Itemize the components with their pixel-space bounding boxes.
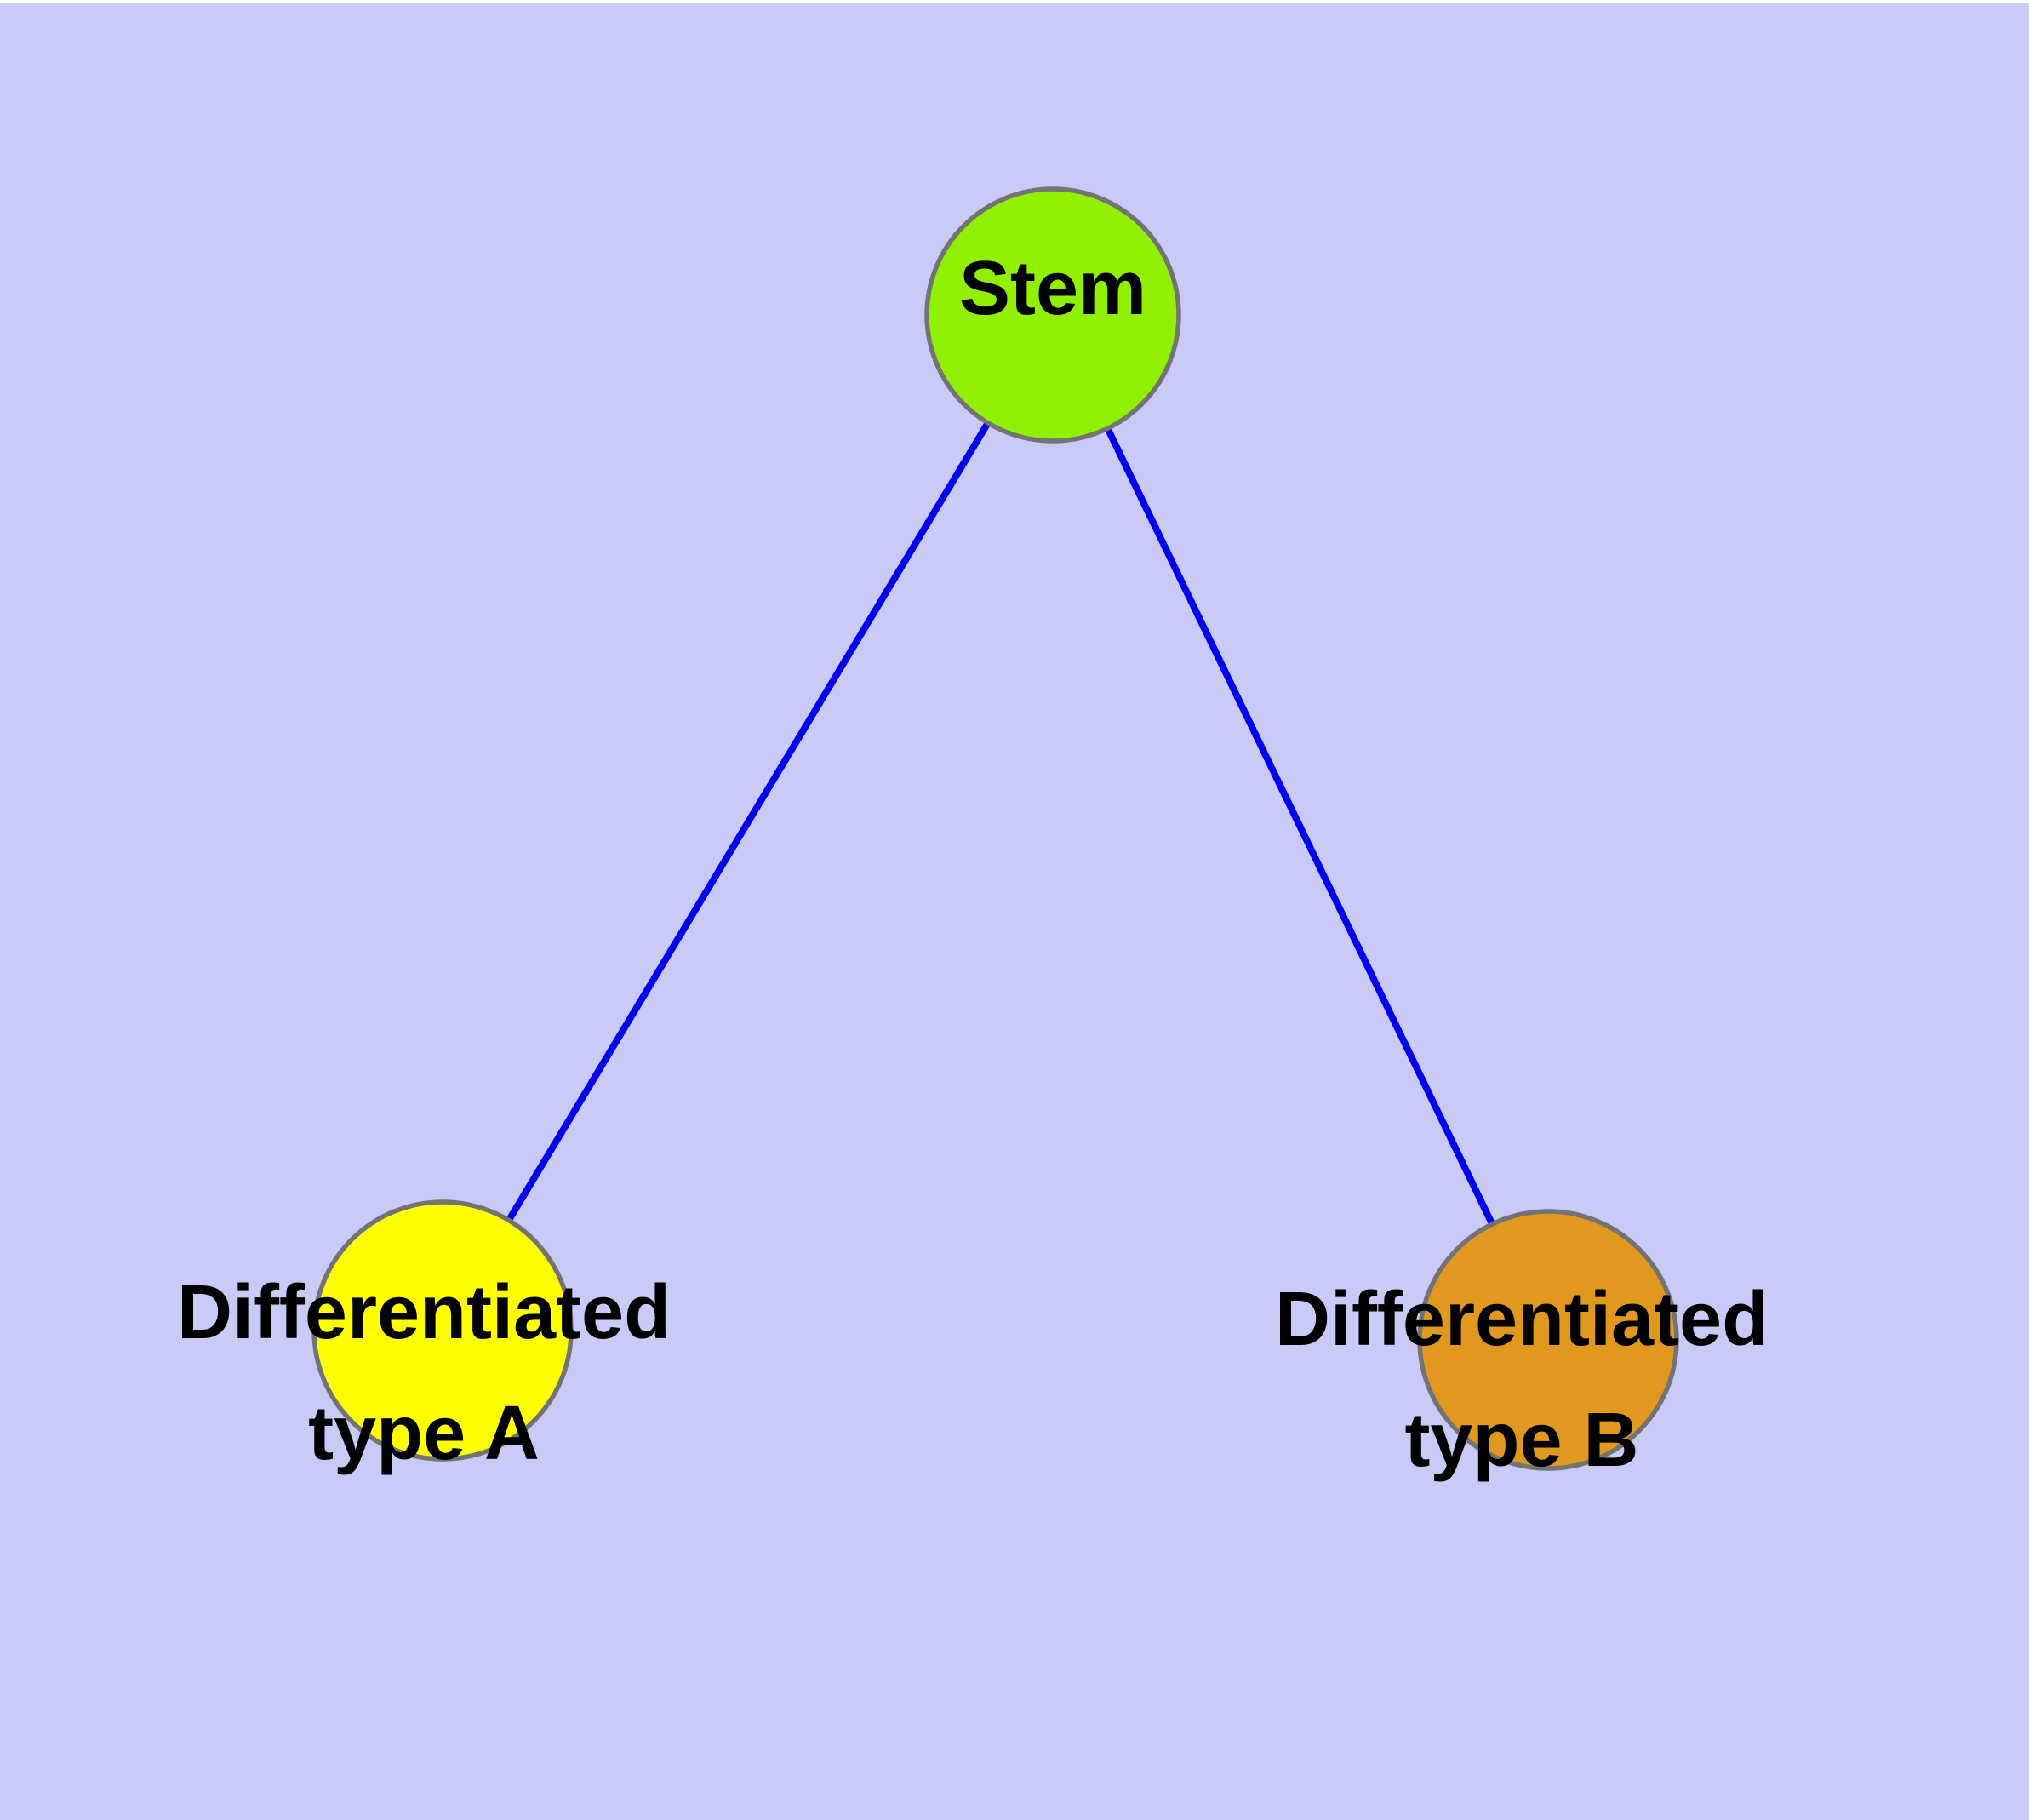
node-stem [924, 186, 1181, 444]
graph-svg [311, 186, 1679, 1471]
node-differentiated-type-b [1417, 1209, 1679, 1471]
node-label-differentiated-type-a: Differentiated type A [176, 1270, 672, 1476]
edge-stem-to-type-a [439, 312, 1056, 1333]
diagram-canvas: Stem Differentiated type A Differentiate… [0, 3, 2029, 1820]
top-margin [0, 0, 2029, 3]
node-differentiated-type-a [311, 1199, 574, 1462]
node-label-differentiated-type-b: Differentiated type B [1274, 1277, 1769, 1483]
edge-stem-to-type-b [1049, 313, 1552, 1342]
node-label-stem: Stem [958, 246, 1147, 331]
